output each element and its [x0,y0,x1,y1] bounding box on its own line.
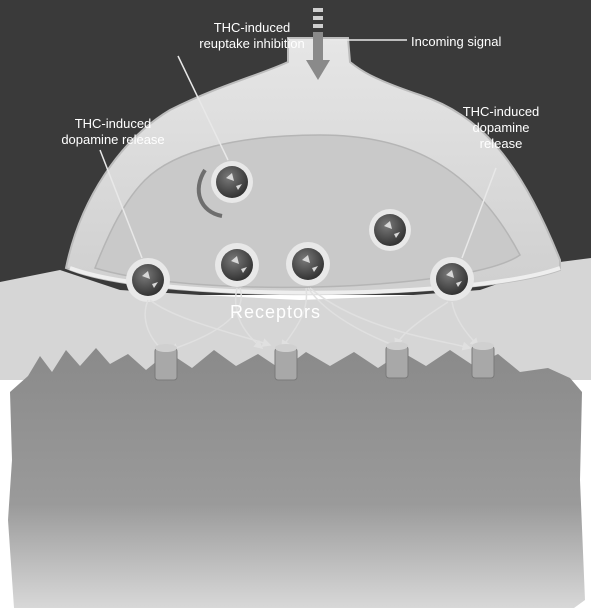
dopamine-release-left-label: THC-induced dopamine release [38,116,188,148]
incoming-signal-label: Incoming signal [411,34,501,50]
vesicle [286,242,330,286]
receptor [386,342,408,378]
receptor [275,344,297,380]
dopamine-release-right-label: THC-induced dopamine release [446,104,556,152]
vesicle [126,258,170,302]
reuptake-inhibition-label: THC-induced reuptake inhibition [172,20,332,52]
receptor [155,344,177,380]
vesicle [215,243,259,287]
receptor [472,342,494,378]
vesicle [369,209,411,251]
postsynaptic-cell [8,348,585,608]
receptors-label: Receptors [230,304,321,320]
vesicle [211,161,253,203]
vesicle [430,257,474,301]
